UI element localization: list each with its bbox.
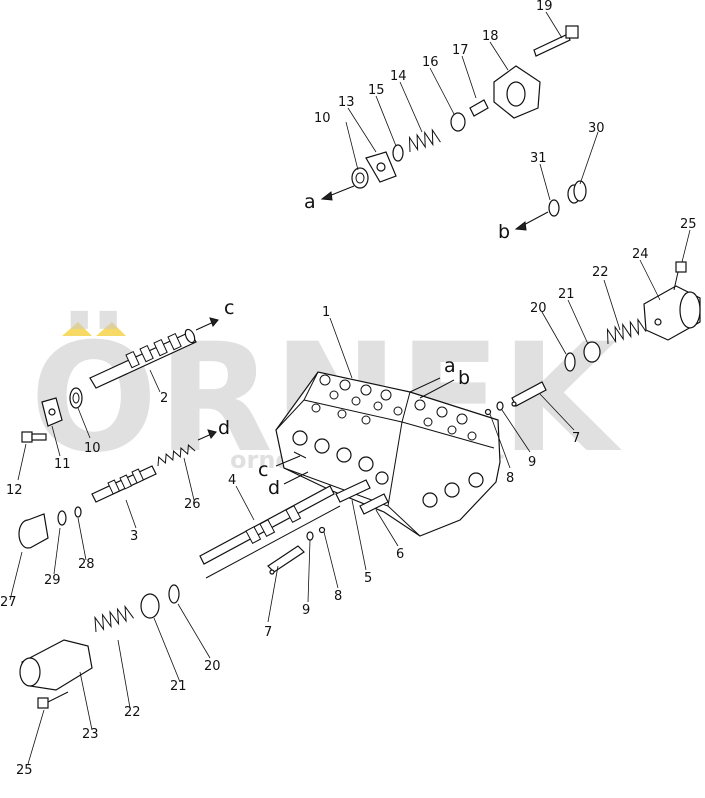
bolt-25-upper: [673, 261, 687, 291]
watermark-accent-left: [62, 322, 92, 336]
plate-13: [365, 151, 397, 183]
flow-label-c-body: c: [258, 459, 268, 481]
ball-8-lower: [318, 526, 326, 534]
o-ring-20-lower: [168, 584, 180, 604]
ball-8-upper: [484, 408, 492, 416]
spool-4: [199, 485, 341, 579]
spring-14: [408, 128, 441, 153]
bolt-19: [533, 25, 579, 57]
spool-3: [91, 465, 157, 503]
o-ring-31: [548, 199, 560, 217]
arrow-a-upper: [320, 185, 355, 201]
part-label-9-lower: 9: [302, 603, 310, 618]
part-label-29: 29: [44, 573, 61, 588]
part-label-7-upper: 7: [572, 431, 580, 446]
part-label-10-left: 10: [84, 441, 101, 456]
part-label-6: 6: [396, 547, 404, 562]
part-label-24: 24: [632, 247, 649, 262]
flow-label-d-body: d: [268, 477, 280, 499]
arrow-a-body: [409, 377, 441, 393]
cover-23-lower: [19, 639, 93, 691]
part-label-11: 11: [54, 457, 71, 472]
part-label-31: 31: [530, 151, 547, 166]
part-label-10-upper: 10: [314, 111, 331, 126]
ring-15: [392, 144, 404, 162]
part-label-17: 17: [452, 43, 469, 58]
housing-18: [493, 65, 541, 119]
o-ring-20-upper: [564, 352, 576, 372]
valve-body: [275, 371, 501, 537]
ring-28: [74, 506, 82, 518]
plate-11: [41, 397, 63, 427]
flow-label-a-body: a: [444, 355, 456, 377]
part-label-20-upper: 20: [530, 301, 547, 316]
spool-2: [89, 317, 219, 389]
o-ring-29: [57, 510, 67, 526]
part-label-21-upper: 21: [558, 287, 575, 302]
part-label-23: 23: [82, 727, 99, 742]
spring-26: [157, 429, 217, 467]
screw-17: [469, 99, 489, 117]
arrow-c-body: [275, 455, 301, 467]
leader-lines: [9, 11, 691, 765]
o-ring-9-lower: [306, 531, 314, 541]
part-label-7-lower: 7: [264, 625, 272, 640]
retainer-10-upper: [351, 167, 369, 189]
bolt-25-lower: [37, 691, 69, 709]
arrow-d-body: [283, 471, 309, 485]
part-number-labels: 1 2 3 4 5 6 7 7 8 8 9 9 10 10 11 12 13 1…: [0, 0, 697, 778]
flow-label-b-upper: b: [498, 221, 510, 243]
flow-label-a-upper: a: [304, 191, 316, 213]
plug-27: [18, 513, 49, 549]
part-label-21-lower: 21: [170, 679, 187, 694]
sleeve-16: [450, 112, 466, 132]
flow-label-d-right: d: [218, 417, 230, 439]
part-label-28: 28: [78, 557, 95, 572]
part-label-14: 14: [390, 69, 407, 84]
poppet-7-upper: [511, 381, 547, 407]
part-label-13: 13: [338, 95, 355, 110]
plunger-6: [359, 493, 389, 515]
flow-label-c-right: c: [224, 297, 234, 319]
plug-30: [567, 180, 587, 204]
retainer-10-left: [69, 387, 83, 409]
part-label-8-upper: 8: [506, 471, 514, 486]
part-label-19: 19: [536, 0, 553, 14]
flow-letter-labels: a b c d a b c d: [218, 191, 510, 499]
part-label-22-upper: 22: [592, 265, 609, 280]
bolt-12: [21, 431, 47, 443]
o-ring-9-upper: [496, 401, 504, 411]
part-label-26: 26: [184, 497, 201, 512]
spring-22-upper: [606, 317, 647, 345]
plunger-5: [335, 479, 371, 503]
part-label-4: 4: [228, 473, 236, 488]
part-label-9-upper: 9: [528, 455, 536, 470]
spring-22-lower: [94, 604, 134, 633]
part-label-27: 27: [0, 595, 17, 610]
arrow-b-body: [419, 379, 455, 399]
part-label-30: 30: [588, 121, 605, 136]
retainer-21-upper: [583, 341, 601, 363]
cover-24: [643, 285, 701, 341]
part-label-5: 5: [364, 571, 372, 586]
part-label-25-lower: 25: [16, 763, 33, 778]
part-label-15: 15: [368, 83, 385, 98]
watermark-accent-right: [96, 322, 126, 336]
arrow-b-upper: [514, 211, 549, 231]
part-label-20-lower: 20: [204, 659, 221, 674]
part-label-12: 12: [6, 483, 23, 498]
poppet-7-lower: [267, 545, 305, 575]
part-label-22-lower: 22: [124, 705, 141, 720]
part-label-18: 18: [482, 29, 499, 44]
part-label-1: 1: [322, 305, 330, 320]
retainer-21-lower: [140, 593, 160, 619]
part-label-3: 3: [130, 529, 138, 544]
flow-label-b-body: b: [458, 367, 470, 389]
part-label-25-upper: 25: [680, 217, 697, 232]
part-label-16: 16: [422, 55, 439, 70]
part-label-8-lower: 8: [334, 589, 342, 604]
part-label-2: 2: [160, 391, 168, 406]
